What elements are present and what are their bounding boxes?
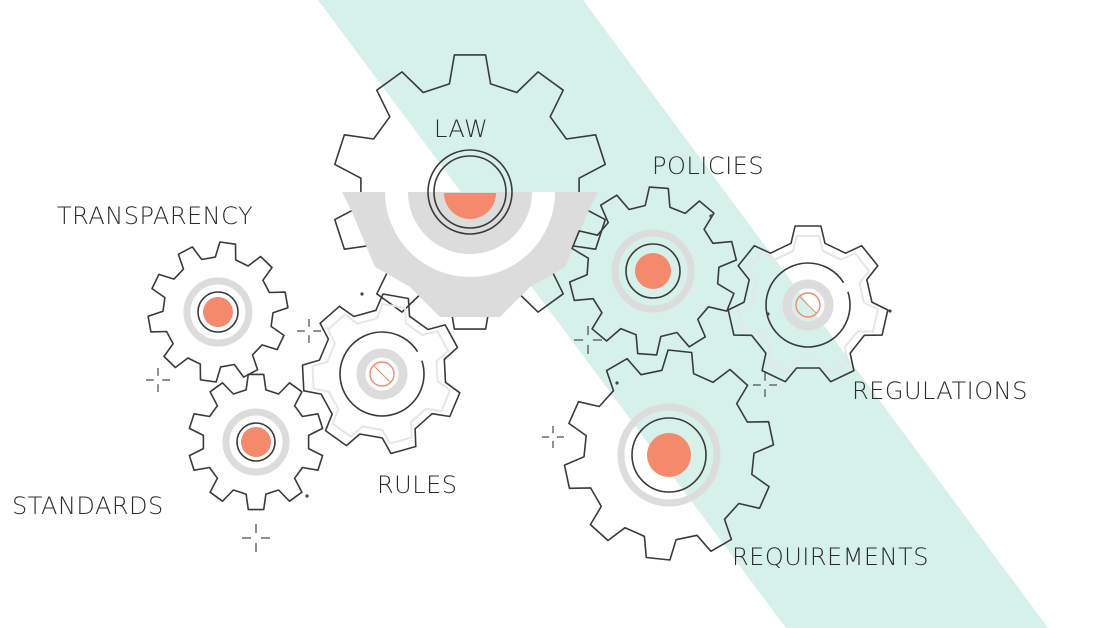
label-transparency: TRANSPARENCY bbox=[57, 202, 254, 230]
inner-ring bbox=[236, 422, 276, 462]
label-law: LAW bbox=[434, 115, 489, 143]
inner-gear-outline bbox=[311, 302, 452, 445]
gear-outline bbox=[568, 186, 738, 356]
label-regulations: REGULATIONS bbox=[852, 377, 1028, 405]
grey-ring bbox=[782, 279, 834, 331]
gear-outline bbox=[147, 241, 289, 383]
label-requirements: REQUIREMENTS bbox=[732, 543, 929, 571]
gear-regulations bbox=[727, 225, 889, 383]
sparkle-icon bbox=[753, 373, 777, 397]
law-inner-ring bbox=[433, 155, 507, 229]
label-policies: POLICIES bbox=[652, 152, 765, 180]
law-half-dot bbox=[444, 193, 496, 219]
gear-requirements bbox=[563, 349, 775, 561]
decor-dot bbox=[766, 312, 770, 316]
grey-ring bbox=[617, 403, 721, 507]
grey-ring bbox=[611, 229, 695, 313]
outer-ring bbox=[339, 331, 425, 417]
sparkle-icon bbox=[542, 426, 564, 448]
grey-ring bbox=[222, 408, 290, 476]
slot-line bbox=[373, 365, 391, 383]
accent-dot bbox=[635, 253, 671, 289]
slot-line bbox=[799, 296, 817, 314]
label-rules: RULES bbox=[377, 471, 458, 499]
band-shape bbox=[318, 0, 1048, 628]
gear-outline bbox=[188, 373, 324, 511]
inner-ring bbox=[631, 417, 707, 493]
sparkle-icon bbox=[242, 524, 270, 552]
grey-ring bbox=[183, 277, 253, 347]
label-standards: STANDARDS bbox=[12, 492, 164, 520]
inner-ring bbox=[197, 291, 239, 333]
gear-outline bbox=[301, 293, 461, 455]
gear-law bbox=[334, 54, 606, 330]
decor-dot bbox=[305, 494, 309, 498]
decor-dot bbox=[888, 309, 892, 313]
sparkle-icon bbox=[574, 326, 602, 354]
law-gear-arc bbox=[408, 192, 532, 254]
grey-ring bbox=[356, 348, 408, 400]
outer-ring bbox=[765, 262, 851, 348]
gear-transparency bbox=[147, 241, 289, 383]
gear-outline bbox=[563, 349, 775, 561]
gear-policies bbox=[568, 186, 738, 356]
slot-circle bbox=[369, 361, 395, 387]
accent-dot bbox=[241, 427, 271, 457]
inner-ring bbox=[625, 243, 681, 299]
gear-standards bbox=[188, 373, 324, 511]
law-outer-ring bbox=[427, 149, 513, 235]
decor-dot bbox=[709, 214, 713, 218]
accent-dot bbox=[203, 297, 233, 327]
sparkle-icon bbox=[146, 368, 170, 392]
decor-dot bbox=[615, 381, 619, 385]
slot-circle bbox=[795, 292, 821, 318]
gear-rules bbox=[301, 293, 461, 455]
decor-dot bbox=[360, 292, 364, 296]
inner-gear-outline bbox=[736, 234, 880, 374]
sparkle-icon bbox=[297, 319, 321, 343]
accent-dot bbox=[647, 433, 691, 477]
law-gear-cutout bbox=[385, 192, 555, 277]
gear-outline bbox=[727, 225, 889, 383]
